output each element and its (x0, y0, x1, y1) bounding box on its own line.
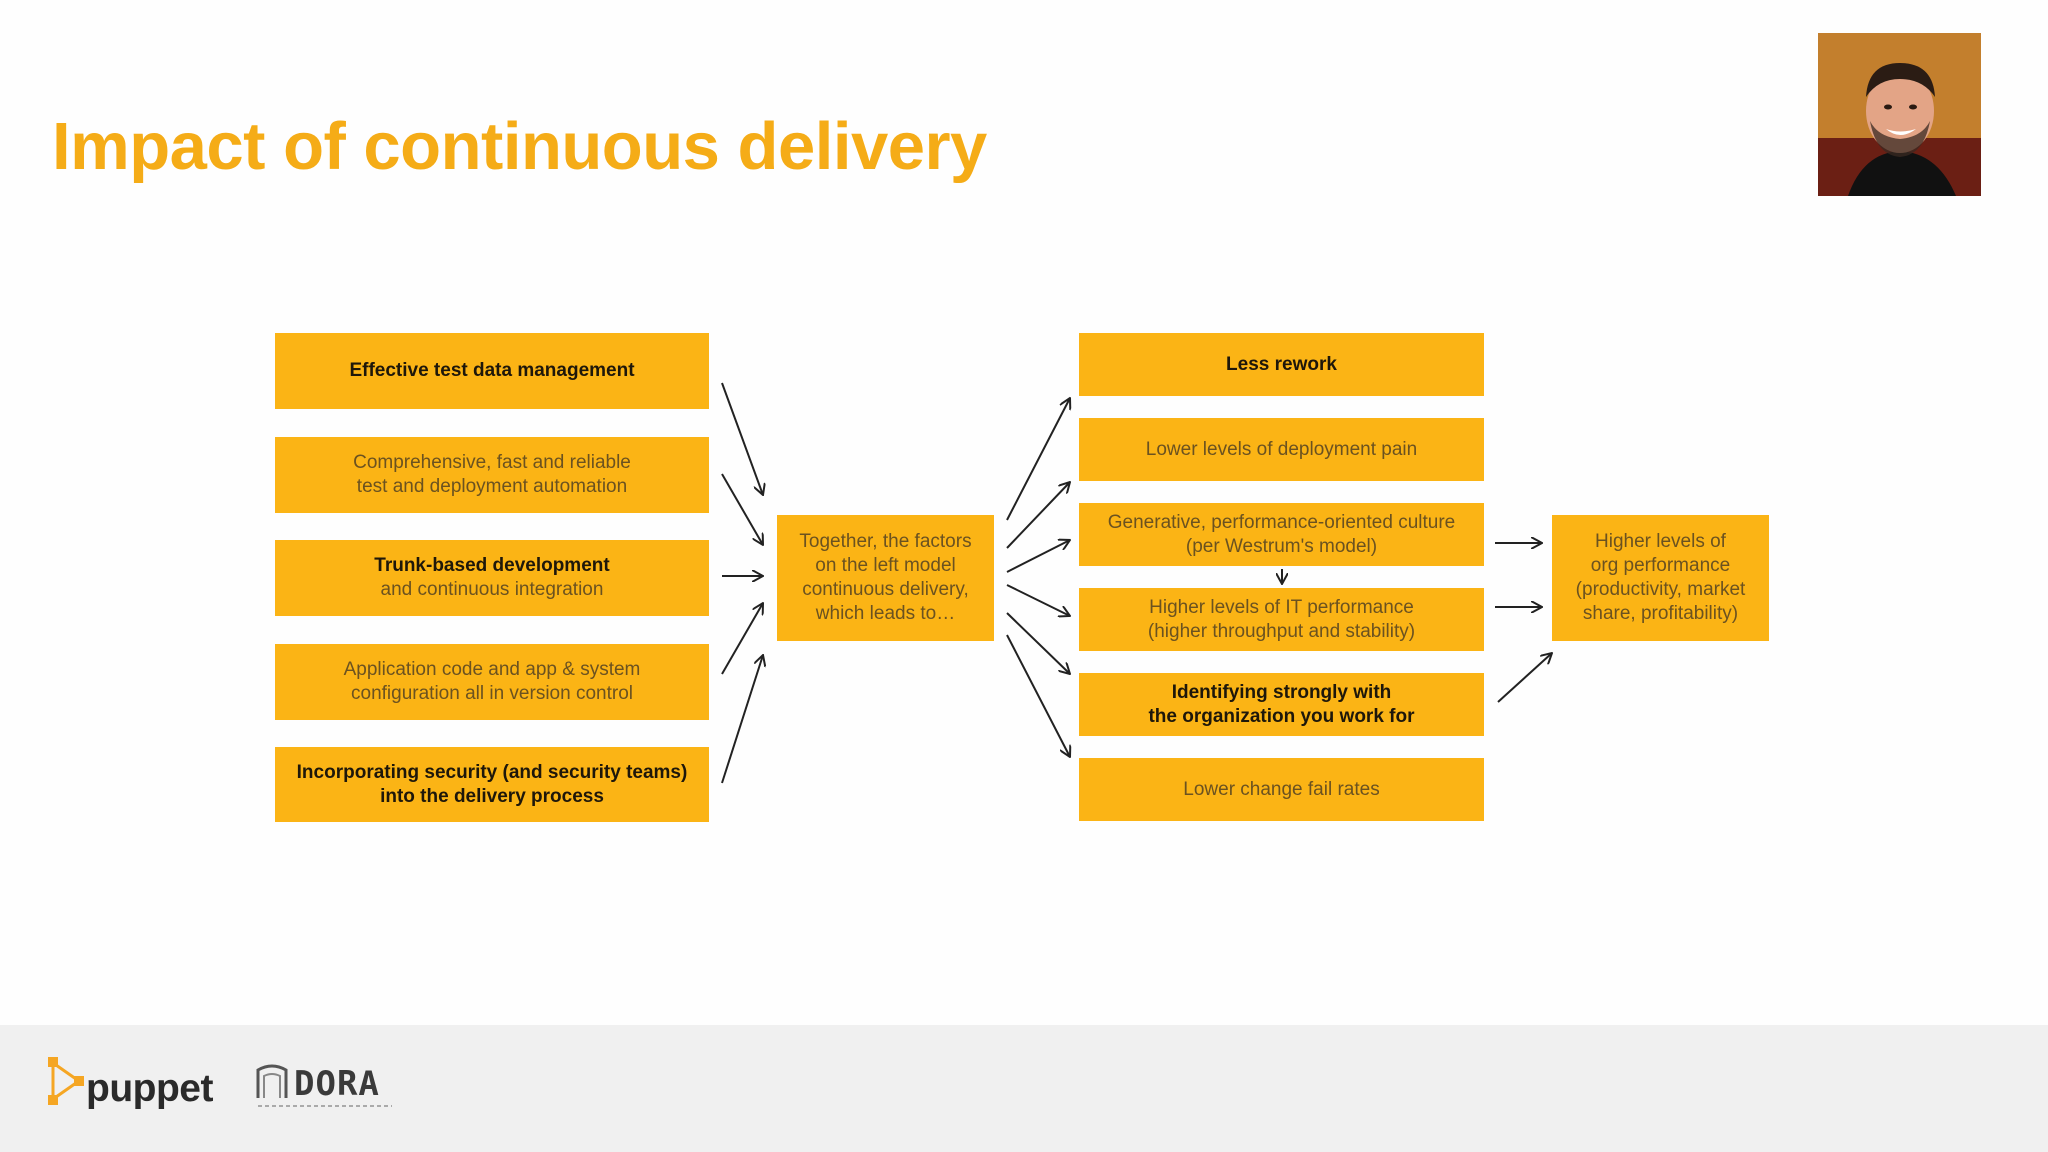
box-line: Incorporating security (and security tea… (296, 761, 688, 783)
box-line: test and deployment automation (356, 476, 628, 497)
box-line: on the left model (815, 555, 956, 576)
box-line: the organization you work for (1148, 705, 1415, 727)
presenter-webcam (1818, 33, 1981, 196)
center-box-continuous-delivery: Together, the factors on the left model co… (777, 515, 994, 641)
box-line: Identifying strongly with (1171, 681, 1392, 703)
slide-title: Impact of continuous delivery (52, 109, 987, 184)
arrow-center-to-outcome-6 (1006, 634, 1070, 757)
box-line: continuous delivery, (802, 579, 969, 600)
box-line: Trunk-based development (374, 555, 610, 576)
arrow-center-to-outcome-4 (1006, 584, 1070, 616)
cd-impact-diagram: Effective test data management Comprehen… (275, 333, 2048, 822)
result-box-org-performance: Higher levels of org performance (producti… (1552, 515, 1769, 641)
input-box-version-control: Application code and app & system configu… (275, 644, 709, 720)
arrow-input-4-to-center (721, 603, 763, 675)
outcome-box-it-performance: Higher levels of IT performance(higher t… (1079, 588, 1484, 651)
diagram-arrows (721, 382, 2048, 784)
dora-logo-icon (256, 1064, 392, 1107)
box-line: org performance (1590, 555, 1731, 576)
outcome-box-deployment-pain: Lower levels of deployment pain (1079, 418, 1484, 481)
input-box-trunk-based-development: Trunk-based development and continuous in… (275, 540, 709, 616)
arrow-center-to-outcome-5 (1006, 612, 1070, 674)
box-line: Comprehensive, fast and reliable (353, 452, 631, 473)
box-line: into the delivery process (380, 785, 604, 807)
box-line: which leads to… (815, 603, 956, 624)
box-line: Lower levels of deployment pain (1145, 438, 1418, 460)
arrow-input-5-to-center (721, 655, 763, 784)
box-line: Effective test data management (349, 360, 635, 381)
outcome-box-change-fail-rates: Lower change fail rates (1079, 758, 1484, 821)
arrow-center-to-outcome-3 (1006, 540, 1070, 573)
box-line: (productivity, market (1575, 579, 1746, 600)
box-line: Lower change fail rates (1183, 778, 1380, 800)
arrow-center-to-outcome-1 (1006, 398, 1070, 521)
box-line: Generative, performance-oriented culture (1107, 511, 1456, 533)
box-line: (higher throughput and stability) (1147, 620, 1416, 642)
outcome-box-generative-culture: Generative, performance-oriented culture… (1079, 503, 1484, 566)
dora-logo-text: DORA (294, 1064, 380, 1104)
arrow-center-to-outcome-2 (1006, 482, 1070, 549)
box-line: Application code and app & system (343, 659, 641, 680)
input-box-security: Incorporating security (and security tea… (275, 747, 709, 822)
box-line: (per Westrum's model) (1185, 535, 1378, 557)
box-line: configuration all in version control (351, 683, 633, 704)
box-line: and continuous integration (380, 579, 604, 600)
puppet-logo-text: puppet (86, 1067, 213, 1110)
box-line: Together, the factors (799, 531, 972, 552)
box-line: share, profitability) (1582, 603, 1739, 624)
box-line: Higher levels of (1595, 531, 1726, 552)
footer-bar (0, 1025, 2048, 1152)
input-box-test-automation: Comprehensive, fast and reliable test and… (275, 437, 709, 513)
puppet-logo-icon (48, 1057, 84, 1105)
arrow-input-1-to-center (721, 382, 763, 495)
arrow-input-2-to-center (721, 473, 763, 545)
arrow-identifying-to-result (1497, 653, 1552, 703)
outcome-box-less-rework: Less rework (1079, 333, 1484, 396)
box-line: Less rework (1226, 353, 1337, 375)
input-box-test-data-management: Effective test data management (275, 333, 709, 409)
box-line: Higher levels of IT performance (1149, 596, 1414, 618)
